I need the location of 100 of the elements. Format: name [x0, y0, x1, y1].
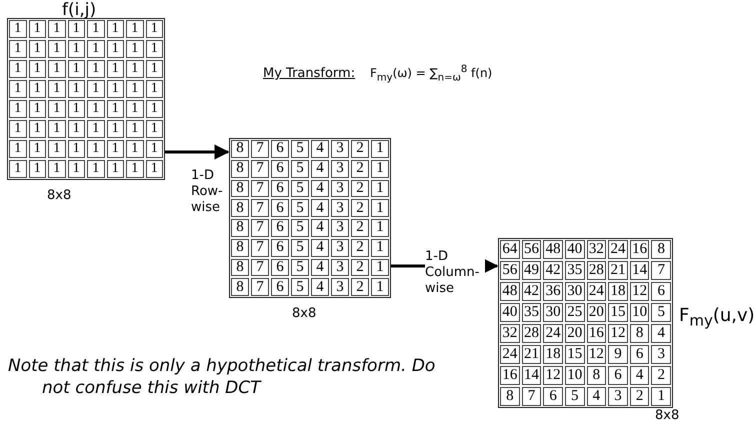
matrix-value: 1: [9, 80, 26, 98]
matrix-value: 1: [68, 140, 85, 158]
matrix-value: 1: [106, 40, 124, 58]
matrix-value: 1: [87, 140, 104, 158]
matrix-value: 14: [630, 261, 650, 280]
matrix-value: 7: [251, 219, 269, 237]
matrix-value: 7: [251, 258, 269, 276]
matrix-value: 1: [48, 100, 66, 118]
matrix-value: 3: [331, 160, 349, 178]
matrix-value: 1: [68, 40, 85, 58]
matrix-value: 5: [291, 199, 309, 217]
matrix-value: 4: [311, 258, 329, 276]
matrix-value: 1: [146, 140, 163, 158]
matrix-value: 1: [68, 120, 85, 138]
matrix-value: 3: [331, 219, 349, 237]
matrix-value: 1: [146, 100, 163, 118]
matrix-value: 40: [500, 303, 520, 322]
transform-heading: My Transform:: [263, 66, 356, 81]
matrix-value: 1: [87, 160, 104, 178]
matrix-value: 7: [251, 278, 269, 296]
matrix-value: 48: [543, 240, 563, 259]
matrix-value: 4: [311, 199, 329, 217]
matrix-value: 42: [543, 261, 563, 280]
matrix-value: 1: [68, 160, 85, 178]
matrix-value: 28: [522, 324, 542, 343]
matrix-value: 56: [522, 240, 542, 259]
matrix-value: 20: [586, 303, 606, 322]
matrix-value: 6: [271, 238, 289, 256]
matrix-value: 1: [371, 140, 389, 158]
matrix-value: 1: [126, 100, 144, 118]
matrix-value: 6: [271, 180, 289, 198]
transform-formula: F$_{my}$(ω) = ∑$_{n=ω}$$^{8}$ f(n): [370, 64, 492, 84]
matrix-value: 21: [522, 345, 542, 364]
matrix-value: 1: [48, 40, 66, 58]
matrix-table: [229, 138, 391, 298]
matrix-value: 3: [331, 238, 349, 256]
matrix-value: 7: [251, 140, 269, 158]
matrix-value: 1: [106, 80, 124, 98]
matrix-value: 36: [543, 282, 563, 301]
size-label: 8x8: [47, 188, 72, 203]
matrix-value: 6: [630, 345, 650, 364]
matrix-value: 1: [146, 20, 163, 38]
matrix-value: 5: [291, 219, 309, 237]
matrix-value: 1: [146, 120, 163, 138]
matrix-value: 1: [9, 20, 26, 38]
matrix-value: 3: [331, 258, 349, 276]
matrix-value: 1: [28, 60, 46, 78]
matrix-value: 5: [291, 278, 309, 296]
matrix-value: 1: [371, 199, 389, 217]
matrix-value: 32: [586, 240, 606, 259]
matrix-value: 15: [564, 345, 584, 364]
matrix-value: 6: [608, 366, 628, 385]
matrix-value: 1: [68, 80, 85, 98]
matrix-value: 1: [87, 120, 104, 138]
matrix-value: 6: [271, 219, 289, 237]
matrix-value: 2: [351, 160, 369, 178]
arrow: [165, 144, 230, 160]
matrix-value: 1: [371, 258, 389, 276]
matrix-value: 18: [608, 282, 628, 301]
matrix-value: 6: [271, 278, 289, 296]
matrix-value: 42: [522, 282, 542, 301]
matrix-value: 12: [586, 345, 606, 364]
matrix-value: 1: [28, 160, 46, 178]
matrix-value: 15: [608, 303, 628, 322]
matrix-value: 4: [311, 278, 329, 296]
matrix-value: 3: [608, 387, 628, 406]
matrix-caption: f(i,j): [62, 0, 96, 20]
matrix-value: 56: [500, 261, 520, 280]
matrix-value: 7: [251, 238, 269, 256]
matrix-value: 2: [351, 180, 369, 198]
matrix-value: 4: [311, 219, 329, 237]
matrix-value: 6: [651, 282, 671, 301]
matrix-value: 1: [371, 219, 389, 237]
matrix-value: 1: [126, 60, 144, 78]
matrix-value: 7: [251, 180, 269, 198]
matrix-value: 32: [500, 324, 520, 343]
matrix-value: 1: [9, 160, 26, 178]
matrix-value: 1: [106, 60, 124, 78]
matrix-value: 30: [564, 282, 584, 301]
matrix-value: 4: [630, 366, 650, 385]
matrix-value: 6: [271, 258, 289, 276]
matrix-value: 1: [9, 40, 26, 58]
matrix-value: 5: [291, 140, 309, 158]
matrix-value: 2: [630, 387, 650, 406]
matrix-value: 6: [271, 160, 289, 178]
matrix-value: 12: [608, 324, 628, 343]
matrix-value: 8: [231, 278, 249, 296]
matrix-value: 1: [87, 20, 104, 38]
matrix-value: 4: [311, 180, 329, 198]
matrix-value: 1: [371, 160, 389, 178]
matrix-value: 8: [651, 240, 671, 259]
matrix-value: 1: [87, 100, 104, 118]
matrix-value: 1: [126, 40, 144, 58]
matrix-value: 3: [651, 345, 671, 364]
matrix-value: 8: [231, 199, 249, 217]
matrix-value: 2: [651, 366, 671, 385]
matrix-value: 4: [586, 387, 606, 406]
matrix-value: 5: [291, 258, 309, 276]
matrix-value: 1: [28, 20, 46, 38]
matrix-value: 16: [630, 240, 650, 259]
